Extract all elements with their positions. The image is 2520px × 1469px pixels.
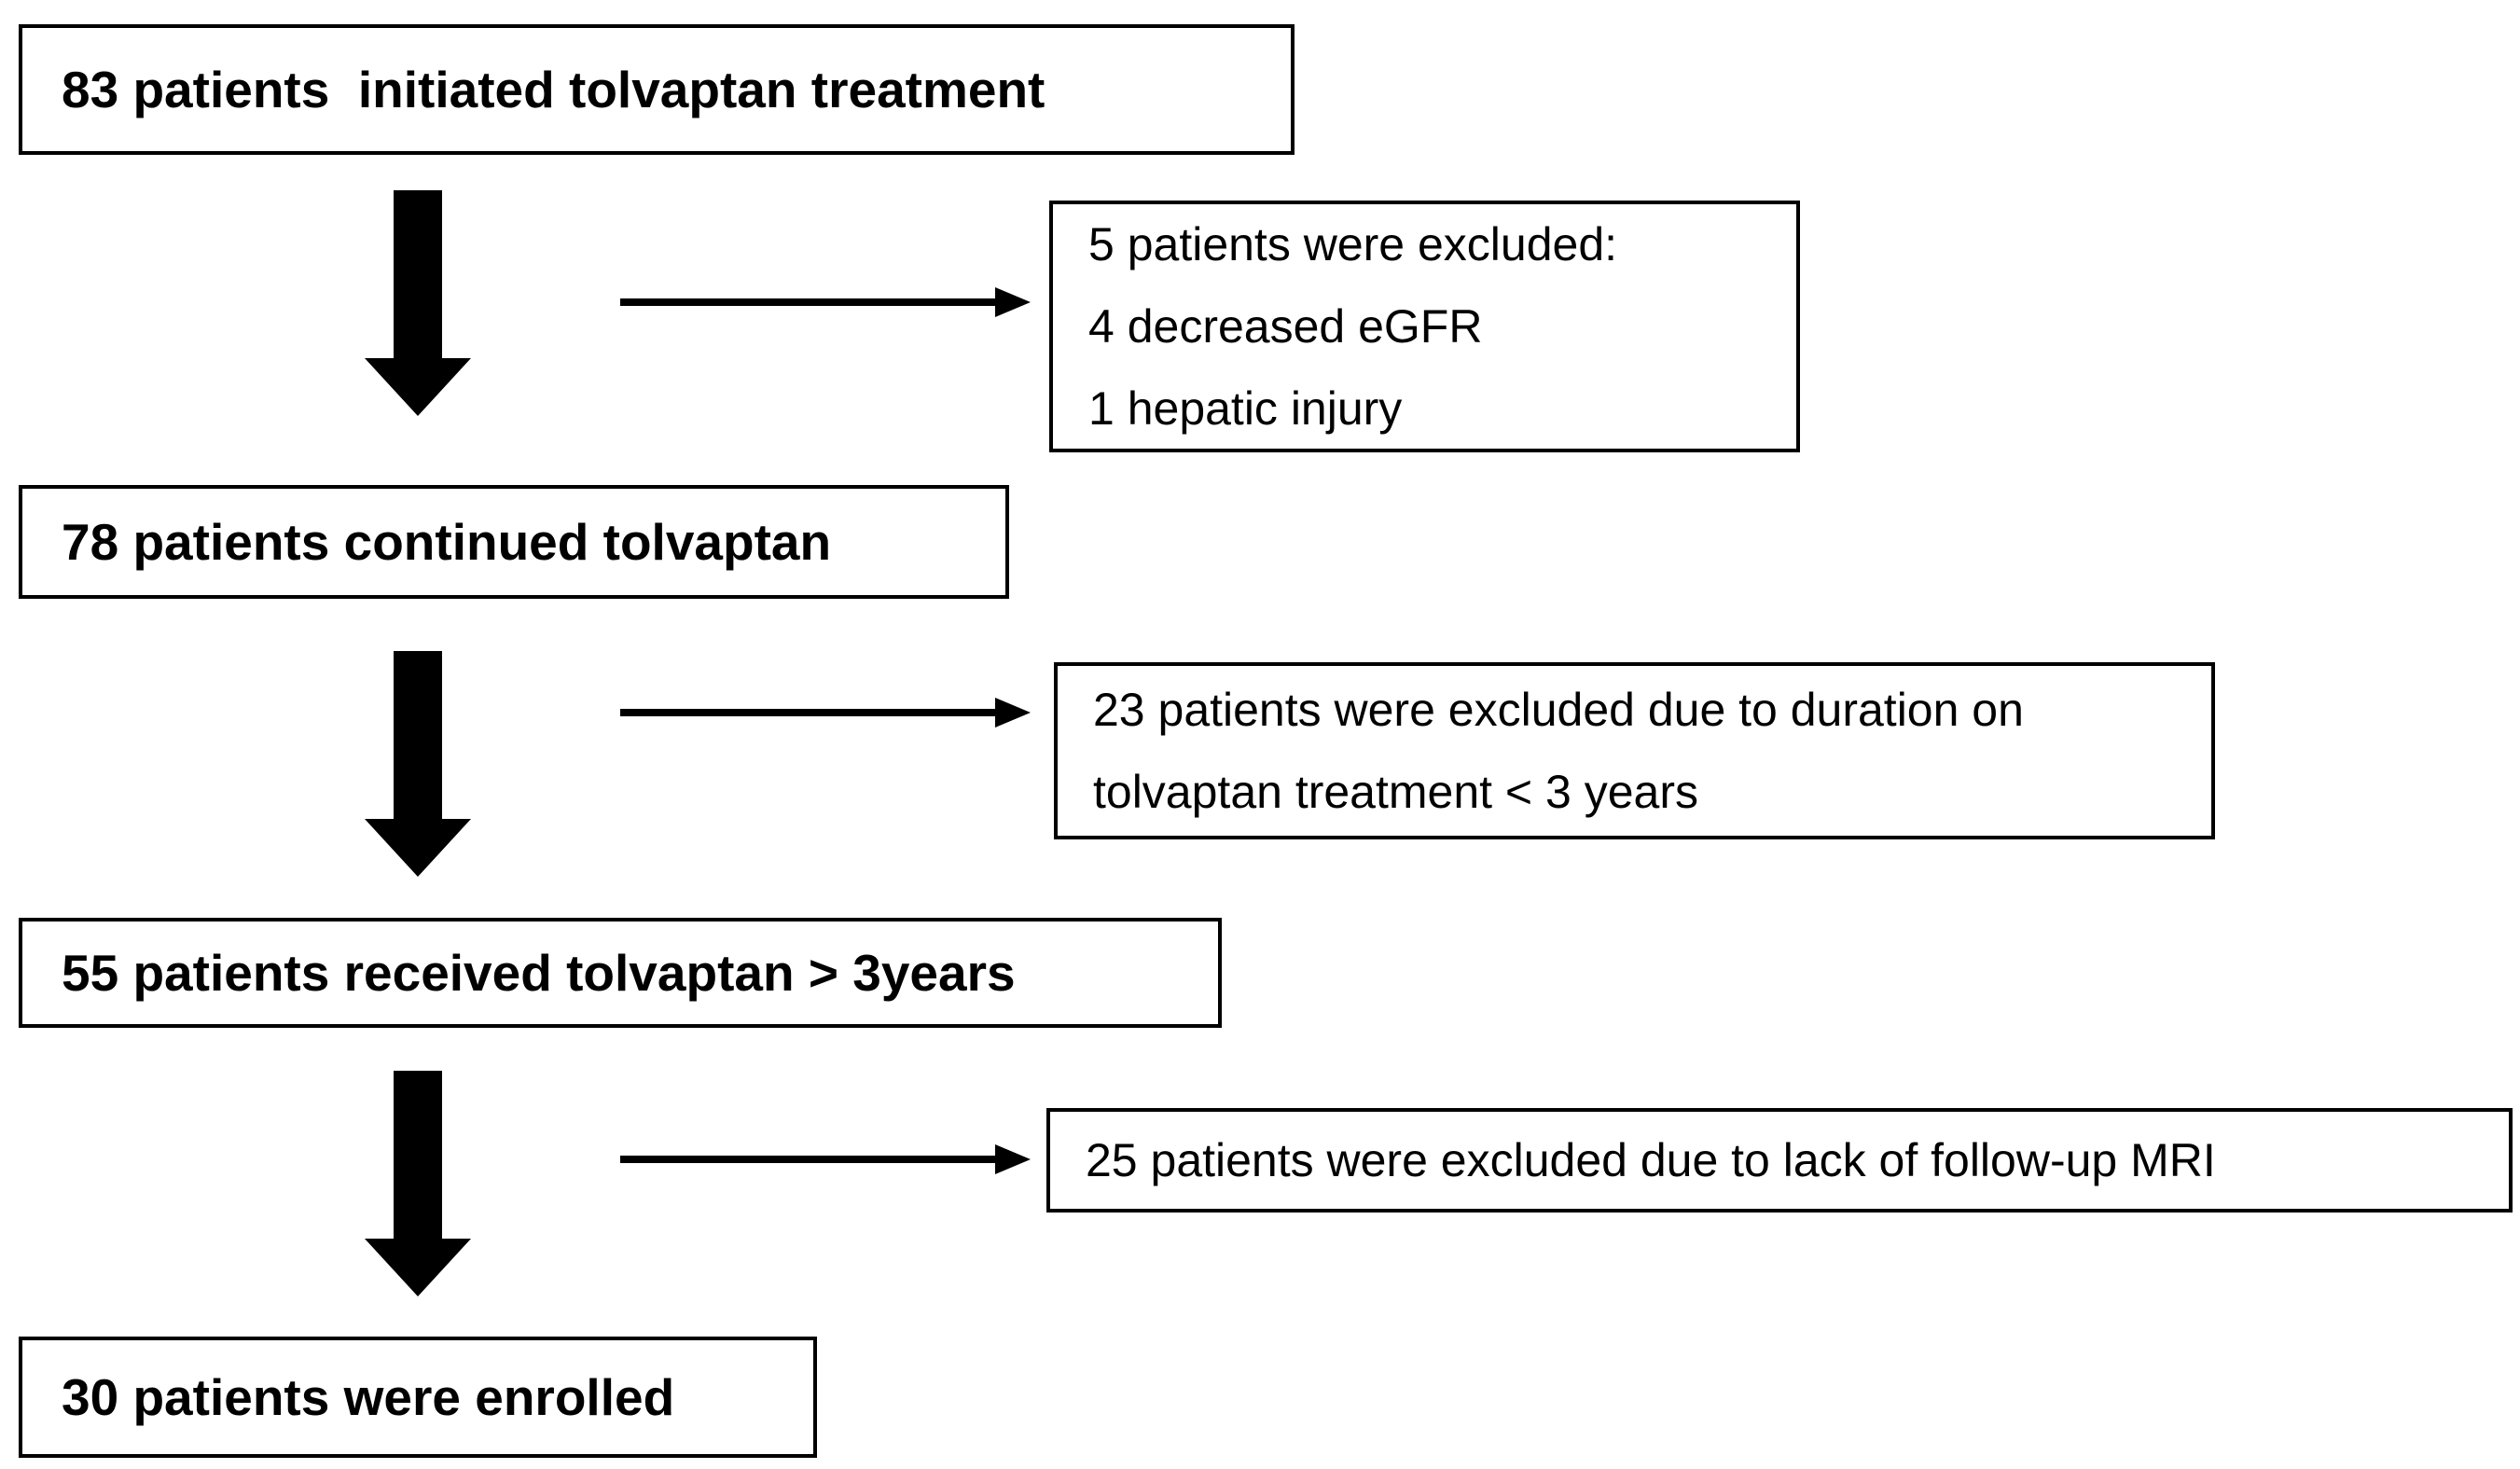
exclusion-box-1-line-3: 1 hepatic injury (1088, 382, 1403, 435)
down-arrow-2 (365, 651, 471, 877)
flow-box-received-3years-label: 55 patients received tolvaptan > 3years (62, 944, 1016, 1002)
exclusion-box-2: 23 patients were excluded due to duratio… (1054, 662, 2215, 839)
flow-box-received-3years: 55 patients received tolvaptan > 3years (19, 918, 1222, 1028)
flow-box-enrolled-label: 30 patients were enrolled (62, 1368, 675, 1426)
flow-box-initiated-label: 83 patients initiated tolvaptan treatmen… (62, 61, 1045, 118)
exclusion-box-1: 5 patients were excluded: 4 decreased eG… (1049, 201, 1800, 452)
exclusion-box-1-line-1: 5 patients were excluded: (1088, 218, 1618, 270)
right-arrow-3 (620, 1144, 1031, 1174)
exclusion-box-3-line-1: 25 patients were excluded due to lack of… (1086, 1134, 2216, 1186)
flow-box-initiated: 83 patients initiated tolvaptan treatmen… (19, 24, 1295, 155)
exclusion-box-3: 25 patients were excluded due to lack of… (1046, 1108, 2513, 1213)
flow-box-enrolled: 30 patients were enrolled (19, 1337, 817, 1458)
right-arrow-1 (620, 287, 1031, 317)
exclusion-box-1-line-2: 4 decreased eGFR (1088, 300, 1483, 353)
flow-box-continued-label: 78 patients continued tolvaptan (62, 513, 832, 571)
down-arrow-1 (365, 190, 471, 416)
flow-box-continued: 78 patients continued tolvaptan (19, 485, 1009, 599)
exclusion-box-2-line-1: 23 patients were excluded due to duratio… (1093, 684, 2024, 736)
down-arrow-3 (365, 1071, 471, 1296)
right-arrow-2 (620, 698, 1031, 728)
exclusion-box-2-line-2: tolvaptan treatment < 3 years (1093, 766, 1698, 818)
